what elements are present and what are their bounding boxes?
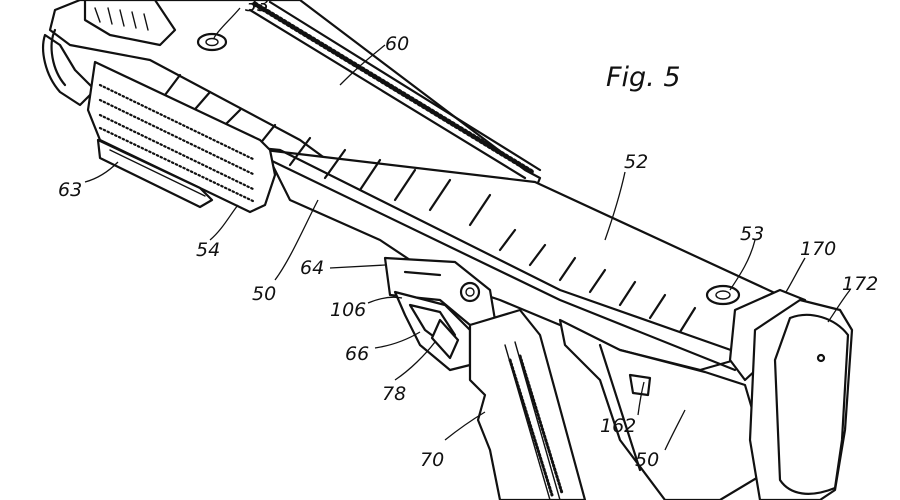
- ref-53: 53: [740, 223, 764, 245]
- sling-mount-front: [196, 32, 228, 52]
- ref-64: 64: [300, 257, 324, 279]
- sling-mount-rear: [705, 284, 741, 306]
- trigger: [430, 318, 460, 360]
- ref-170: 170: [800, 238, 836, 260]
- stock: [728, 288, 854, 500]
- top-rail: [248, 0, 542, 180]
- figure-label: Fig. 5: [606, 62, 681, 93]
- fore-end-grip: [86, 60, 277, 214]
- ref-66: 66: [345, 343, 369, 365]
- ref-162: 162: [600, 415, 636, 437]
- ref-50c: 50: [635, 449, 659, 471]
- lower-frame: [558, 318, 772, 500]
- lower-rail: [96, 138, 214, 209]
- ref-172: 172: [842, 273, 878, 295]
- ref-50a: 50: [252, 283, 276, 305]
- ref-60: 60: [385, 33, 409, 55]
- front-block: [83, 0, 177, 47]
- ref-54: 54: [196, 239, 220, 261]
- ref-33: 33: [245, 0, 269, 16]
- ref-52: 52: [624, 151, 648, 173]
- reference-labels: 33 60 63 54 50 64 106 66 78 70 52 53 170…: [58, 0, 878, 471]
- pistol-grip: [468, 308, 587, 500]
- ref-63: 63: [58, 179, 82, 201]
- ref-106: 106: [330, 299, 366, 321]
- ref-78: 78: [382, 383, 406, 405]
- leader-lines: [84, 7, 851, 451]
- ref-70: 70: [420, 449, 444, 471]
